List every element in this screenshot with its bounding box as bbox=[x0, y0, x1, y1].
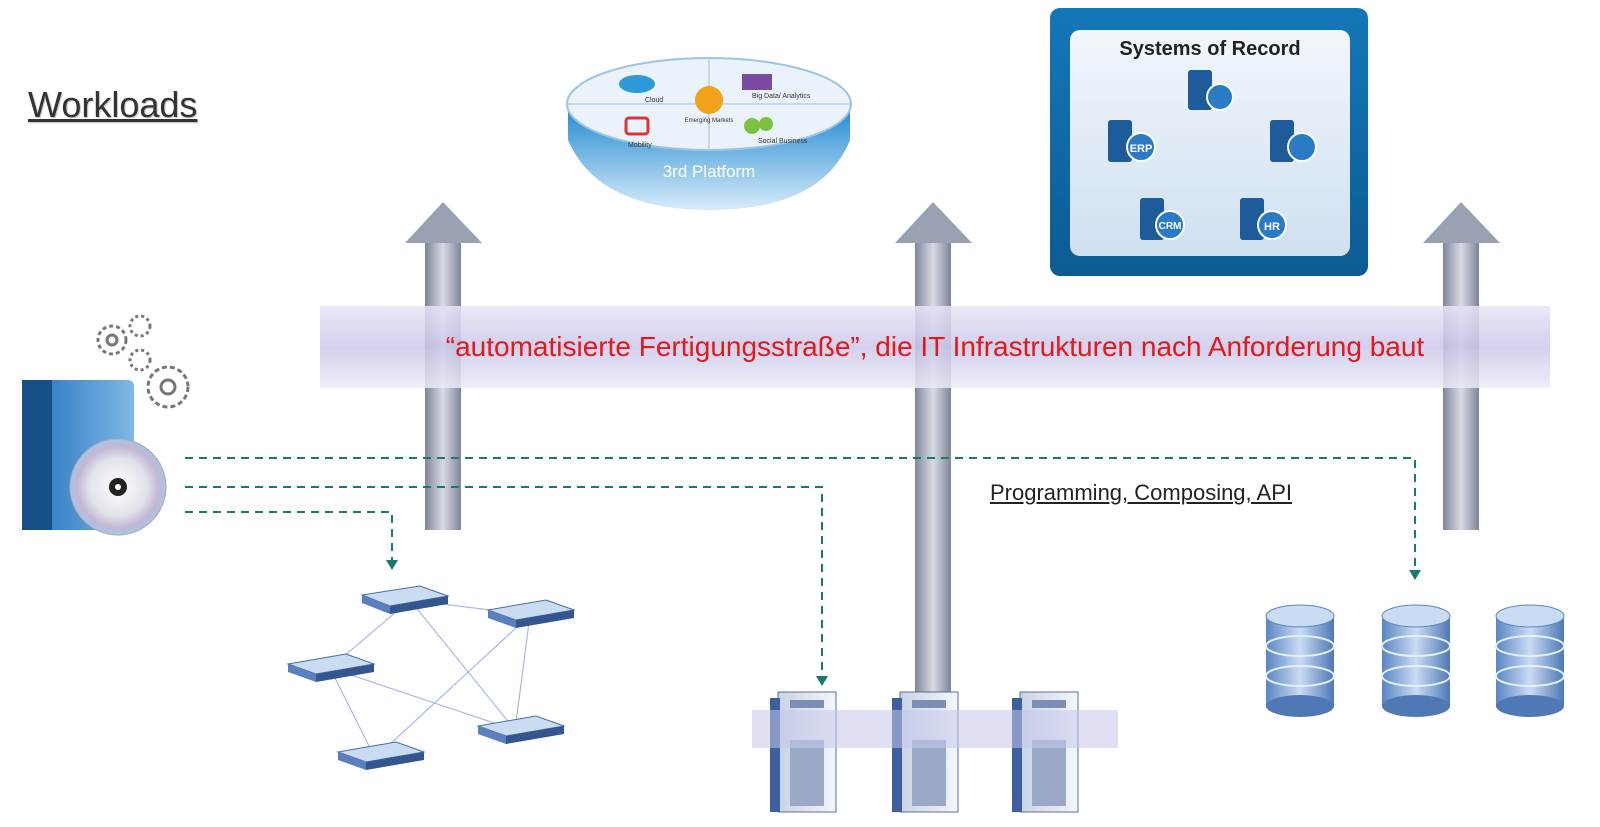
database-icon bbox=[1265, 604, 1335, 717]
emerging-markets-icon bbox=[695, 86, 723, 114]
record-server-top bbox=[1188, 70, 1234, 111]
gears-icon bbox=[96, 314, 190, 409]
analytics-icon bbox=[742, 74, 772, 90]
programming-label: Programming, Composing, API bbox=[990, 480, 1293, 505]
connector-arrowhead-servers bbox=[816, 676, 828, 686]
systems-of-record-title: Systems of Record bbox=[1119, 38, 1301, 60]
platform-segment-social: Social Business bbox=[758, 138, 808, 145]
crm-badge: CRM bbox=[1159, 221, 1182, 232]
record-server-hr: HR bbox=[1240, 198, 1287, 240]
network-switch bbox=[476, 715, 566, 744]
workloads-heading: Workloads bbox=[28, 84, 198, 125]
network-switch bbox=[486, 599, 576, 628]
platform-segment-analytics: Big Data/ Analytics bbox=[752, 93, 811, 100]
platform-segment-mobility: Mobility bbox=[628, 142, 652, 149]
server-tower bbox=[892, 691, 959, 813]
connector-arrowhead-network bbox=[386, 560, 398, 570]
record-server-db bbox=[1270, 120, 1317, 162]
database-icon bbox=[1495, 604, 1565, 717]
server-band bbox=[752, 710, 1118, 748]
upward-arrow-2 bbox=[895, 202, 972, 710]
network-switch bbox=[286, 653, 376, 682]
record-server-crm: CRM bbox=[1140, 198, 1185, 240]
cloud-icon bbox=[619, 75, 655, 93]
social-icon bbox=[744, 118, 760, 134]
network-switch bbox=[336, 741, 426, 770]
database-icon bbox=[1381, 604, 1451, 717]
third-platform-label: 3rd Platform bbox=[663, 162, 756, 181]
third-platform-disc: Cloud Big Data/ Analytics Mobility Socia… bbox=[566, 57, 852, 210]
platform-center-label: Emerging Markets bbox=[685, 118, 734, 124]
software-package-icon bbox=[22, 380, 167, 536]
erp-badge: ERP bbox=[1130, 143, 1153, 155]
platform-segment-cloud: Cloud bbox=[645, 97, 663, 104]
hr-badge: HR bbox=[1264, 221, 1280, 233]
dashed-connectors bbox=[185, 457, 1416, 676]
systems-of-record-panel: ERP CRM HR bbox=[1050, 8, 1368, 276]
record-server-erp: ERP bbox=[1108, 120, 1156, 162]
factory-band-text: “automatisierte Fertigungsstraße”, die I… bbox=[445, 331, 1425, 362]
network-switch bbox=[360, 585, 450, 614]
mobility-icon bbox=[624, 116, 650, 136]
factory-band bbox=[320, 306, 1550, 388]
connector-arrowhead-storage bbox=[1409, 570, 1421, 580]
